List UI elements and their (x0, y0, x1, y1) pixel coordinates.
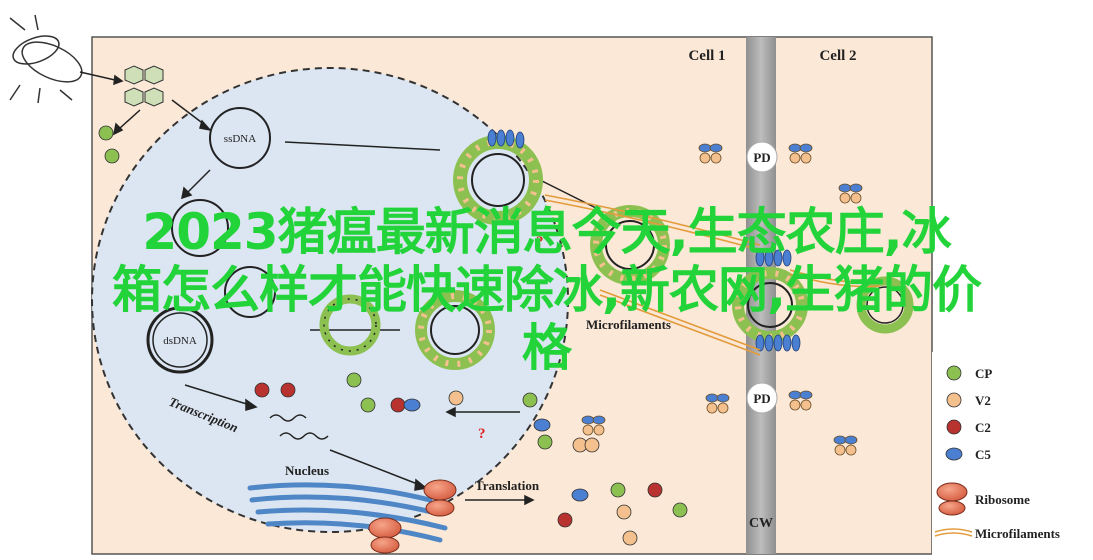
svg-text:PD: PD (753, 391, 770, 406)
legend-v2-label: V2 (975, 393, 991, 408)
legend-c2-swatch (946, 419, 962, 435)
legend-cp-swatch (946, 365, 962, 381)
complex-6 (856, 276, 914, 334)
ribosomes (368, 479, 457, 554)
nucleus-label: Nucleus (285, 463, 329, 478)
dsdna-circle: dsDNA (146, 306, 214, 374)
pd-marker-2: PD (746, 382, 778, 414)
complex-2 (415, 290, 495, 370)
legend-c5-label: C5 (975, 447, 991, 462)
legend-microfilaments-label: Microfilaments (975, 526, 1060, 541)
cw-label: CW (749, 516, 773, 531)
whitefly-icon (9, 14, 83, 104)
legend-ribosome-label: Ribosome (975, 492, 1030, 507)
complex-3 (319, 294, 381, 356)
nucleus (91, 67, 569, 533)
legend-c5-swatch (945, 447, 963, 461)
protein-dots (98, 125, 688, 546)
legend-v2-swatch (946, 392, 962, 408)
question-mark-1: ? (536, 234, 544, 250)
svg-text:PD: PD (753, 150, 770, 165)
cell1-label: Cell 1 (688, 48, 725, 64)
svg-text:dsDNA: dsDNA (163, 335, 197, 347)
svg-text:ssDNA: ssDNA (224, 133, 256, 145)
ssdna-circle-3 (224, 266, 276, 318)
legend-cp-label: CP (975, 366, 992, 381)
complex-4 (590, 205, 670, 285)
virion-icon (124, 65, 164, 107)
pathway-arrows (79, 71, 601, 506)
legend-microfilaments-swatch (934, 528, 973, 537)
mrna-strands (269, 414, 329, 440)
microfilaments-label: Microfilaments (586, 317, 671, 332)
microfilaments (544, 194, 881, 356)
cell2-label: Cell 2 (819, 48, 856, 64)
translation-label: Translation (475, 478, 540, 493)
ssdna-circle-2 (171, 199, 229, 257)
endoplasmic-reticulum (247, 482, 448, 543)
legend-ribosome-swatch (936, 482, 968, 502)
v2-c5-triads (581, 143, 863, 456)
legend: CP V2 C2 C5 Ribosome Microfilaments (934, 365, 1060, 541)
legend-c2-label: C2 (975, 420, 991, 435)
pd-marker-1: PD (746, 141, 778, 173)
question-mark-2: ? (478, 426, 486, 442)
c5-clusters (487, 129, 801, 352)
ssdna-circle-1: ssDNA (209, 107, 271, 169)
